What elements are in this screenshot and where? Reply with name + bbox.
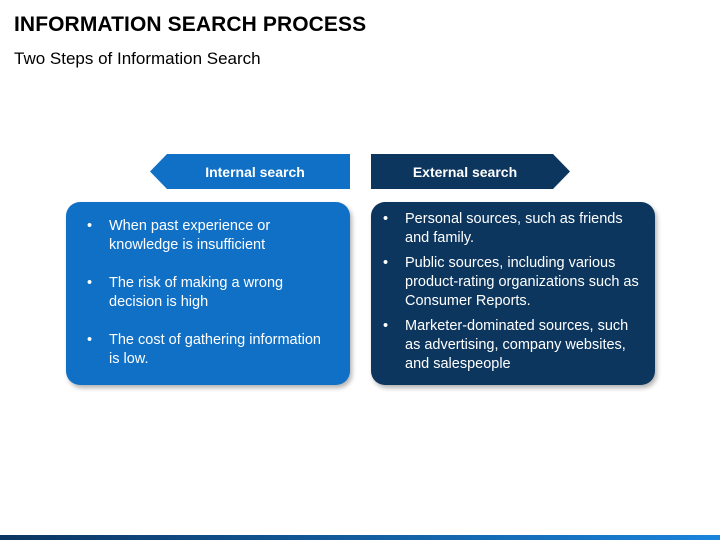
internal-search-item: When past experience or knowledge is ins… <box>85 217 332 255</box>
external-search-item: Marketer-dominated sources, such as adve… <box>381 317 643 374</box>
external-search-list: Personal sources, such as friends and fa… <box>381 210 643 374</box>
internal-search-item: The risk of making a wrong decision is h… <box>85 274 332 312</box>
external-search-item: Public sources, including various produc… <box>381 254 643 311</box>
bottom-accent-bar <box>0 535 720 540</box>
external-search-box: Personal sources, such as friends and fa… <box>371 202 655 385</box>
internal-search-list: When past experience or knowledge is ins… <box>85 217 332 369</box>
internal-search-label: Internal search <box>205 163 305 180</box>
external-search-arrow-label: External search <box>371 154 570 189</box>
page-title: INFORMATION SEARCH PROCESS <box>14 13 367 36</box>
page-subtitle: Two Steps of Information Search <box>14 49 261 68</box>
internal-search-item: The cost of gathering information is low… <box>85 331 332 369</box>
external-search-item: Personal sources, such as friends and fa… <box>381 210 643 248</box>
external-search-label: External search <box>412 163 518 180</box>
internal-search-box: When past experience or knowledge is ins… <box>66 202 350 385</box>
internal-search-arrow-label: Internal search <box>150 154 350 189</box>
